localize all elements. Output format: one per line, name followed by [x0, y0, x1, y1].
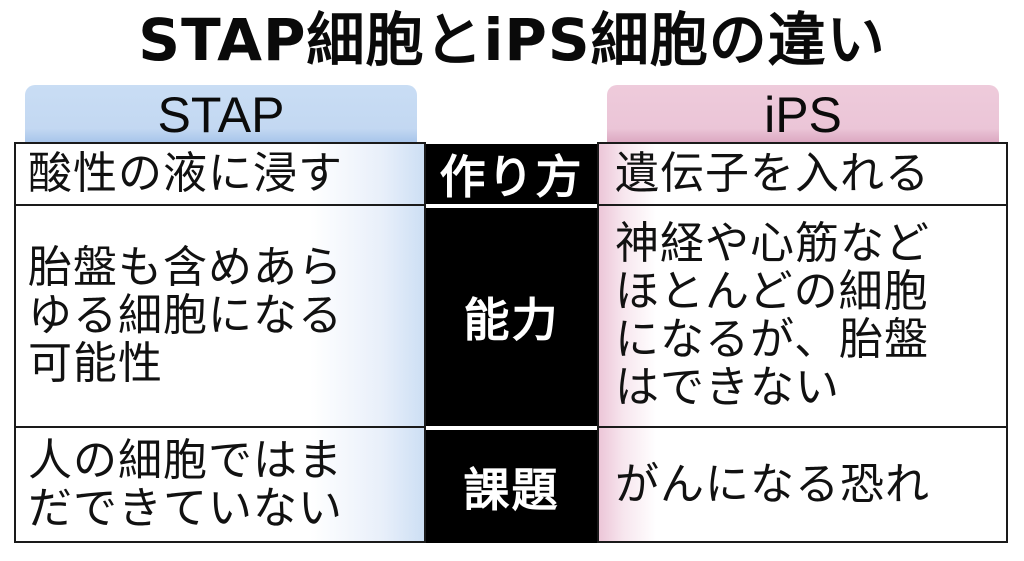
- category-ability-label: 能力: [463, 293, 560, 347]
- stap-method-text: 酸性の液に浸す: [28, 148, 343, 199]
- ips-method-text: 遺伝子を入れる: [615, 148, 930, 199]
- stap-issue-text: 人の細胞ではま だできていない: [28, 434, 343, 534]
- column-header-stap: STAP: [25, 85, 417, 143]
- ips-ability-text: 神経や心筋など ほとんどの細胞 になるが、胎盤 はできない: [615, 218, 930, 413]
- ips-cell-ability: 神経や心筋など ほとんどの細胞 になるが、胎盤 はできない: [597, 204, 1008, 428]
- ips-issue-text: がんになる恐れ: [615, 458, 930, 510]
- category-cell-ability: 能力: [426, 208, 597, 426]
- category-cell-method: 作り方: [426, 144, 597, 204]
- page-title: STAP細胞とiPS細胞の違い: [138, 6, 886, 74]
- column-header-ips: iPS: [607, 85, 999, 143]
- ips-cell-method: 遺伝子を入れる: [597, 142, 1008, 206]
- stap-cell-issue: 人の細胞ではま だできていない: [14, 426, 426, 543]
- column-header-stap-label: STAP: [157, 87, 285, 143]
- stap-cell-ability: 胎盤も含めあら ゆる細胞になる 可能性: [14, 204, 426, 428]
- category-cell-issue: 課題: [426, 430, 597, 543]
- ips-cell-issue: がんになる恐れ: [597, 426, 1008, 543]
- column-header-ips-label: iPS: [764, 87, 842, 143]
- category-issue-label: 課題: [463, 462, 560, 517]
- category-method-label: 作り方: [439, 150, 584, 204]
- stap-cell-method: 酸性の液に浸す: [14, 142, 426, 206]
- stap-ability-text: 胎盤も含めあら ゆる細胞になる 可能性: [28, 242, 343, 389]
- comparison-table: 酸性の液に浸す 作り方 遺伝子を入れる 胎盤も含めあら ゆる細胞になる 可能性 …: [14, 142, 1008, 543]
